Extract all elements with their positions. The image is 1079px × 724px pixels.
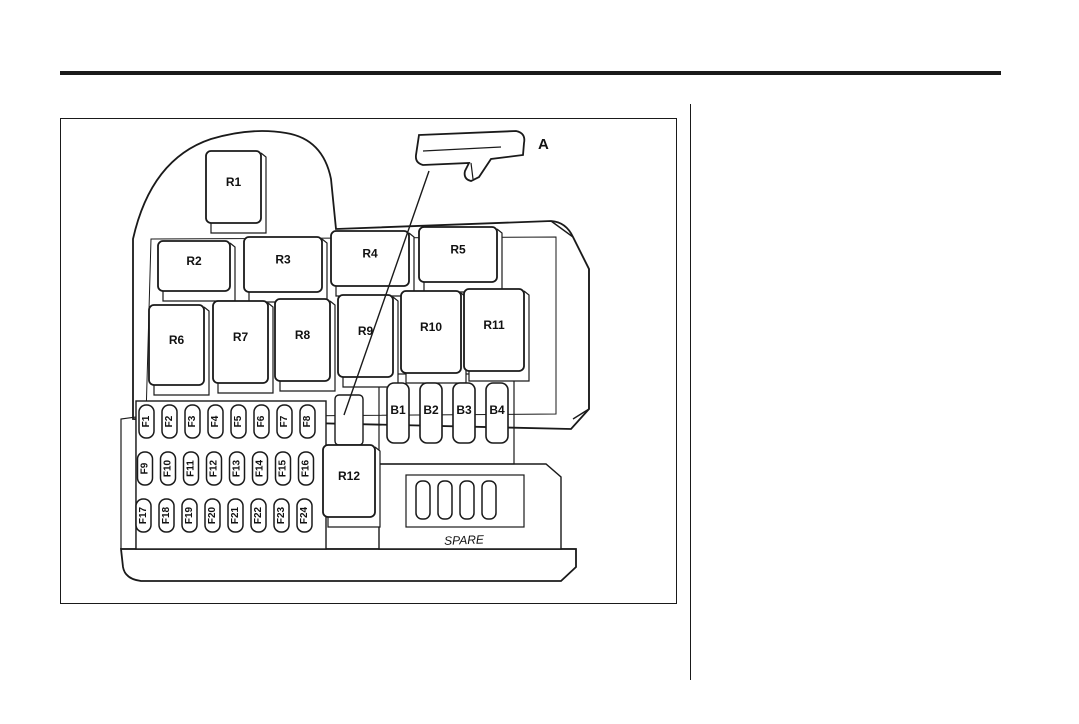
fuse-label: F4 xyxy=(210,415,221,427)
fuse-label: F7 xyxy=(279,415,290,427)
fuse-label: F22 xyxy=(253,506,264,524)
big-fuse-b4: B4 xyxy=(486,383,508,443)
fuse-label: F15 xyxy=(278,459,289,477)
relay-r2: R2 xyxy=(158,241,235,301)
relay-r4: R4 xyxy=(331,231,414,296)
fuse-label: F1 xyxy=(141,415,152,427)
relay-label: R8 xyxy=(295,328,311,342)
fuse-label: F12 xyxy=(209,459,220,477)
big-fuse-b3: B3 xyxy=(453,383,475,443)
fuse-f19: F19 xyxy=(182,499,197,532)
fuse-f20: F20 xyxy=(205,499,220,532)
relay-r10: R10 xyxy=(401,291,466,383)
big-fuse-label: B4 xyxy=(489,403,505,417)
relay-label: R6 xyxy=(169,333,185,347)
big-fuse-label: B2 xyxy=(423,403,439,417)
callout-label-a: A xyxy=(538,136,549,153)
relay-r8: R8 xyxy=(275,299,335,391)
fuse-f23: F23 xyxy=(274,499,289,532)
fuse-f21: F21 xyxy=(228,499,243,532)
fuse-f17: F17 xyxy=(136,499,151,532)
spare-label: SPARE xyxy=(444,532,485,547)
fuse-f6: F6 xyxy=(254,405,269,438)
fuse-f10: F10 xyxy=(161,452,176,485)
spare-fuse-slot xyxy=(460,481,474,519)
fuse-f18: F18 xyxy=(159,499,174,532)
fuse-f5: F5 xyxy=(231,405,246,438)
fuse-f1: F1 xyxy=(139,405,154,438)
fuse-label: F3 xyxy=(187,415,198,427)
relay-label: R2 xyxy=(186,254,202,268)
fuse-label: F14 xyxy=(255,459,266,477)
relay-r11: R11 xyxy=(464,289,529,381)
column-divider xyxy=(690,104,691,680)
fuse-label: F21 xyxy=(230,506,241,524)
fuse-label: F18 xyxy=(161,506,172,524)
relay-label: R4 xyxy=(362,247,378,261)
fuse-f2: F2 xyxy=(162,405,177,438)
fuse-f14: F14 xyxy=(253,452,268,485)
relay-label: R12 xyxy=(338,469,360,483)
fuse-f7: F7 xyxy=(277,405,292,438)
relay-r5: R5 xyxy=(419,227,502,292)
fuse-f8: F8 xyxy=(300,405,315,438)
relay-label: R7 xyxy=(233,330,249,344)
fuse-label: F16 xyxy=(301,459,312,477)
fuse-f9: F9 xyxy=(138,452,153,485)
fuse-label: F20 xyxy=(207,506,218,524)
fuse-label: F8 xyxy=(302,415,313,427)
fuse-f24: F24 xyxy=(297,499,312,532)
relay-r12: R12 xyxy=(323,445,380,527)
relay-r3: R3 xyxy=(244,237,327,302)
spare-fuse-slot xyxy=(438,481,452,519)
spare-fuse-slot xyxy=(416,481,430,519)
fuse-puller-tool xyxy=(416,131,524,181)
spare-fuse-slot xyxy=(482,481,496,519)
big-fuse-b2: B2 xyxy=(420,383,442,443)
relay-label: R10 xyxy=(420,320,442,334)
fuse-f12: F12 xyxy=(207,452,222,485)
housing-front-ledge xyxy=(121,549,576,581)
big-fuse-label: B1 xyxy=(390,403,406,417)
relay-label: R3 xyxy=(275,253,291,267)
relay-r1: R1 xyxy=(206,151,266,233)
big-fuse-label: B3 xyxy=(456,403,472,417)
fuse-f15: F15 xyxy=(276,452,291,485)
relay-label: R5 xyxy=(450,243,466,257)
relay-r7: R7 xyxy=(213,301,273,393)
fuse-f11: F11 xyxy=(184,452,199,485)
fuse-f22: F22 xyxy=(251,499,266,532)
relay-label: R1 xyxy=(226,175,242,189)
fuse-label: F23 xyxy=(276,506,287,524)
fuse-label: F5 xyxy=(233,415,244,427)
fuse-label: F17 xyxy=(138,506,149,524)
fuse-label: F13 xyxy=(232,459,243,477)
fuse-label: F10 xyxy=(163,459,174,477)
fuse-label: F2 xyxy=(164,415,175,427)
fuse-label: F19 xyxy=(184,506,195,524)
fuse-f13: F13 xyxy=(230,452,245,485)
relay-r9: R9 xyxy=(338,295,398,387)
fuse-f16: F16 xyxy=(299,452,314,485)
fuse-f4: F4 xyxy=(208,405,223,438)
fuse-f3: F3 xyxy=(185,405,200,438)
fuse-label: F11 xyxy=(186,460,197,477)
fuse-label: F9 xyxy=(140,462,151,474)
fuse-label: F6 xyxy=(256,415,267,427)
big-fuse-b1: B1 xyxy=(387,383,409,443)
fuse-label: F24 xyxy=(299,506,310,524)
relay-r6: R6 xyxy=(149,305,209,395)
header-rule xyxy=(60,71,1001,75)
relay-label: R11 xyxy=(483,318,505,332)
